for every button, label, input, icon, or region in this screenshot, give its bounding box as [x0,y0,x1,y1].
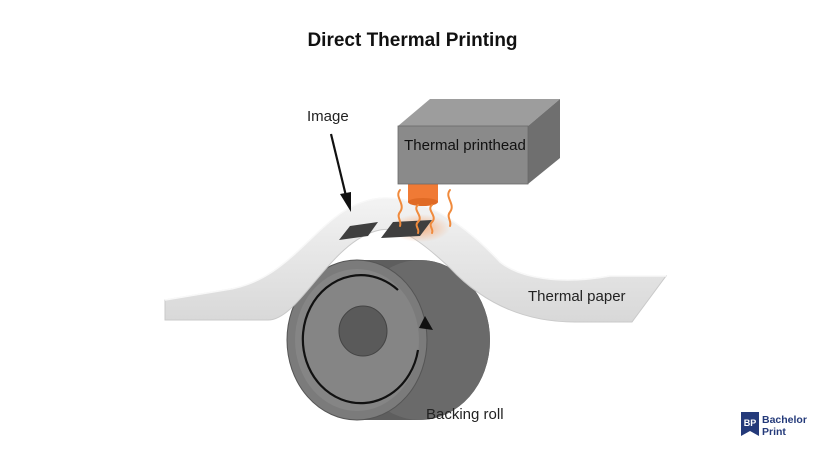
rotation-arrow-icon [301,274,433,405]
image-label: Image [307,108,349,125]
logo-mark: BP [744,418,757,428]
logo-line-1: Bachelor [762,414,807,426]
diagram-title: Direct Thermal Printing [307,30,518,51]
thermal-paper [164,197,667,323]
logo-line-2: Print [762,426,786,438]
thermal-printhead [397,99,560,185]
bachelorprint-logo-icon: BP [741,412,759,436]
printed-image-block-2 [381,220,432,238]
logo-text: Bachelor Print [762,414,807,438]
image-pointer-arrow-icon [329,133,351,212]
backing-roll [286,259,490,421]
printed-image-block-1 [339,222,378,240]
heat-waves-icon [397,189,453,234]
printhead-label: Thermal printhead [404,137,526,154]
backing-roll-label: Backing roll [426,406,504,423]
thermal-paper-label: Thermal paper [528,288,626,305]
